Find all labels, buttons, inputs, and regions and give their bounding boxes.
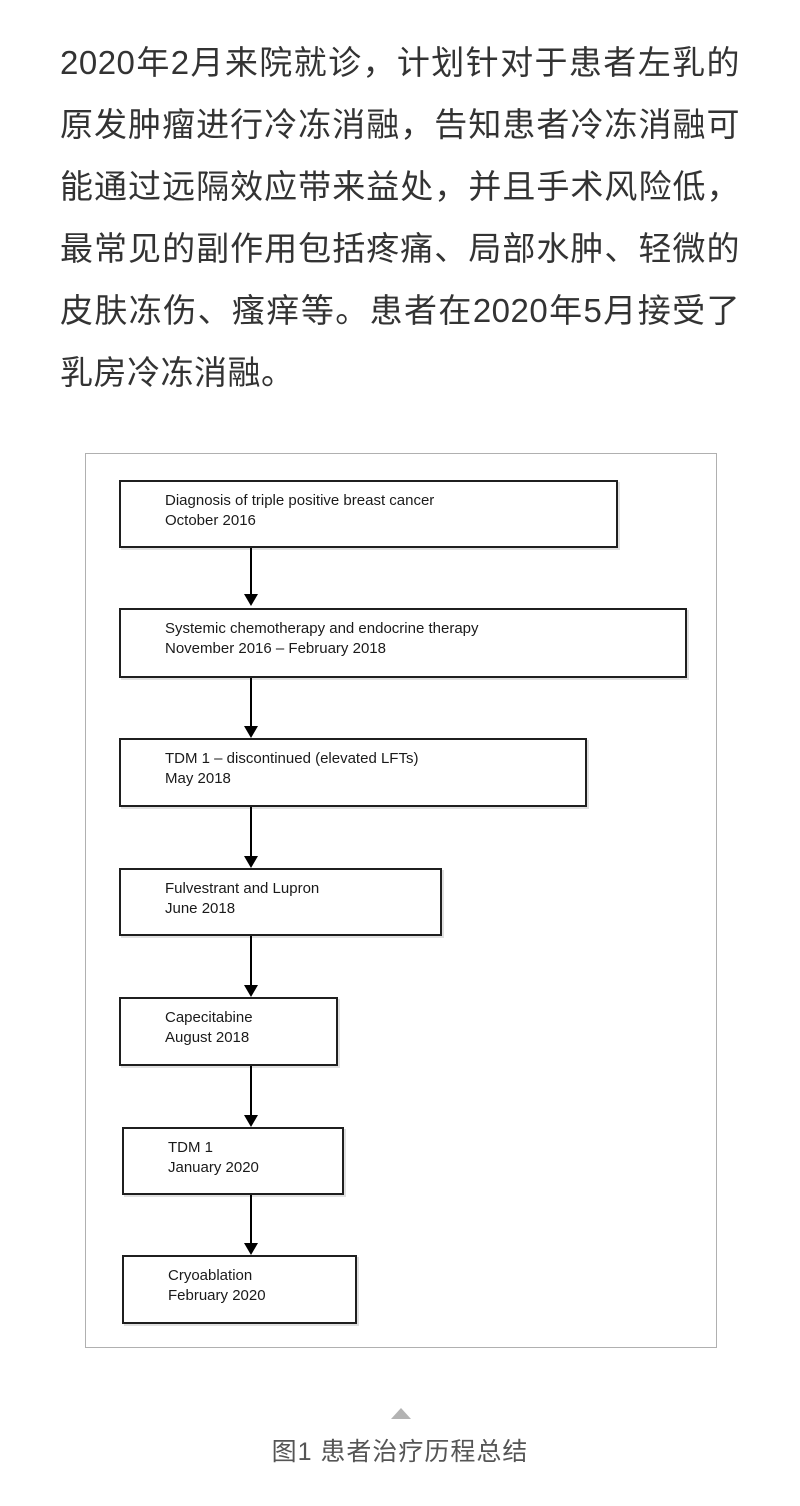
paragraph-line: 能通过远隔效应带来益处，并且手术风险低， bbox=[60, 168, 740, 205]
paragraph-line: 乳房冷冻消融。 bbox=[60, 354, 295, 391]
flow-node-capecitabine: Capecitabine August 2018 bbox=[119, 997, 338, 1066]
flow-arrow-icon bbox=[244, 548, 258, 606]
paragraph-line: 皮肤冻伤、瘙痒等。患者在2020年5月接受了 bbox=[60, 292, 740, 329]
node-label: TDM 1 – discontinued (elevated LFTs) bbox=[165, 750, 419, 767]
node-date: August 2018 bbox=[165, 1029, 250, 1046]
node-date: November 2016 – February 2018 bbox=[165, 640, 386, 657]
paragraph-line: 原发肿瘤进行冷冻消融，告知患者冷冻消融可 bbox=[60, 106, 740, 143]
node-date: June 2018 bbox=[165, 900, 236, 917]
node-label: Capecitabine bbox=[165, 1009, 253, 1026]
flow-node-diagnosis: Diagnosis of triple positive breast canc… bbox=[119, 480, 618, 548]
node-date: February 2020 bbox=[168, 1287, 266, 1304]
node-label: Cryoablation bbox=[168, 1267, 253, 1284]
arrow-head bbox=[244, 594, 258, 606]
arrow-shaft bbox=[250, 1195, 252, 1245]
figure-caption: 图1 患者治疗历程总结 bbox=[271, 1438, 529, 1466]
node-label: Systemic chemotherapy and endocrine ther… bbox=[165, 620, 479, 637]
node-label: Diagnosis of triple positive breast canc… bbox=[165, 492, 435, 509]
flow-arrow-icon bbox=[244, 678, 258, 738]
flow-arrow-icon bbox=[244, 936, 258, 997]
arrow-shaft bbox=[250, 936, 252, 987]
flow-node-chemo-endocrine: Systemic chemotherapy and endocrine ther… bbox=[119, 608, 687, 678]
paragraph-line: 最常见的副作用包括疼痛、局部水肿、轻微的 bbox=[60, 230, 740, 267]
node-date: October 2016 bbox=[165, 512, 256, 529]
arrow-shaft bbox=[250, 678, 252, 728]
flow-arrow-icon bbox=[244, 1066, 258, 1127]
node-label: Fulvestrant and Lupron bbox=[165, 880, 320, 897]
arrow-head bbox=[244, 985, 258, 997]
arrow-head bbox=[244, 726, 258, 738]
intro-paragraph: 2020年2月来院就诊，计划针对于患者左乳的 原发肿瘤进行冷冻消融，告知患者冷冻… bbox=[60, 32, 740, 404]
flow-node-tdm1: TDM 1 January 2020 bbox=[122, 1127, 344, 1195]
flow-node-tdm1-discontinued: TDM 1 – discontinued (elevated LFTs) May… bbox=[119, 738, 587, 807]
flow-arrow-icon bbox=[244, 1195, 258, 1255]
collapse-triangle-icon[interactable] bbox=[391, 1408, 411, 1419]
node-date: May 2018 bbox=[165, 770, 231, 787]
node-date: January 2020 bbox=[168, 1159, 259, 1176]
arrow-shaft bbox=[250, 1066, 252, 1117]
flow-node-fulvestrant-lupron: Fulvestrant and Lupron June 2018 bbox=[119, 868, 442, 936]
paragraph-line: 2020年2月来院就诊，计划针对于患者左乳的 bbox=[60, 44, 740, 81]
arrow-shaft bbox=[250, 548, 252, 596]
flow-arrow-icon bbox=[244, 807, 258, 868]
arrow-shaft bbox=[250, 807, 252, 858]
figure-panel: Diagnosis of triple positive breast canc… bbox=[85, 453, 717, 1348]
arrow-head bbox=[244, 856, 258, 868]
flow-node-cryoablation: Cryoablation February 2020 bbox=[122, 1255, 357, 1324]
arrow-head bbox=[244, 1243, 258, 1255]
node-label: TDM 1 bbox=[168, 1139, 213, 1156]
arrow-head bbox=[244, 1115, 258, 1127]
